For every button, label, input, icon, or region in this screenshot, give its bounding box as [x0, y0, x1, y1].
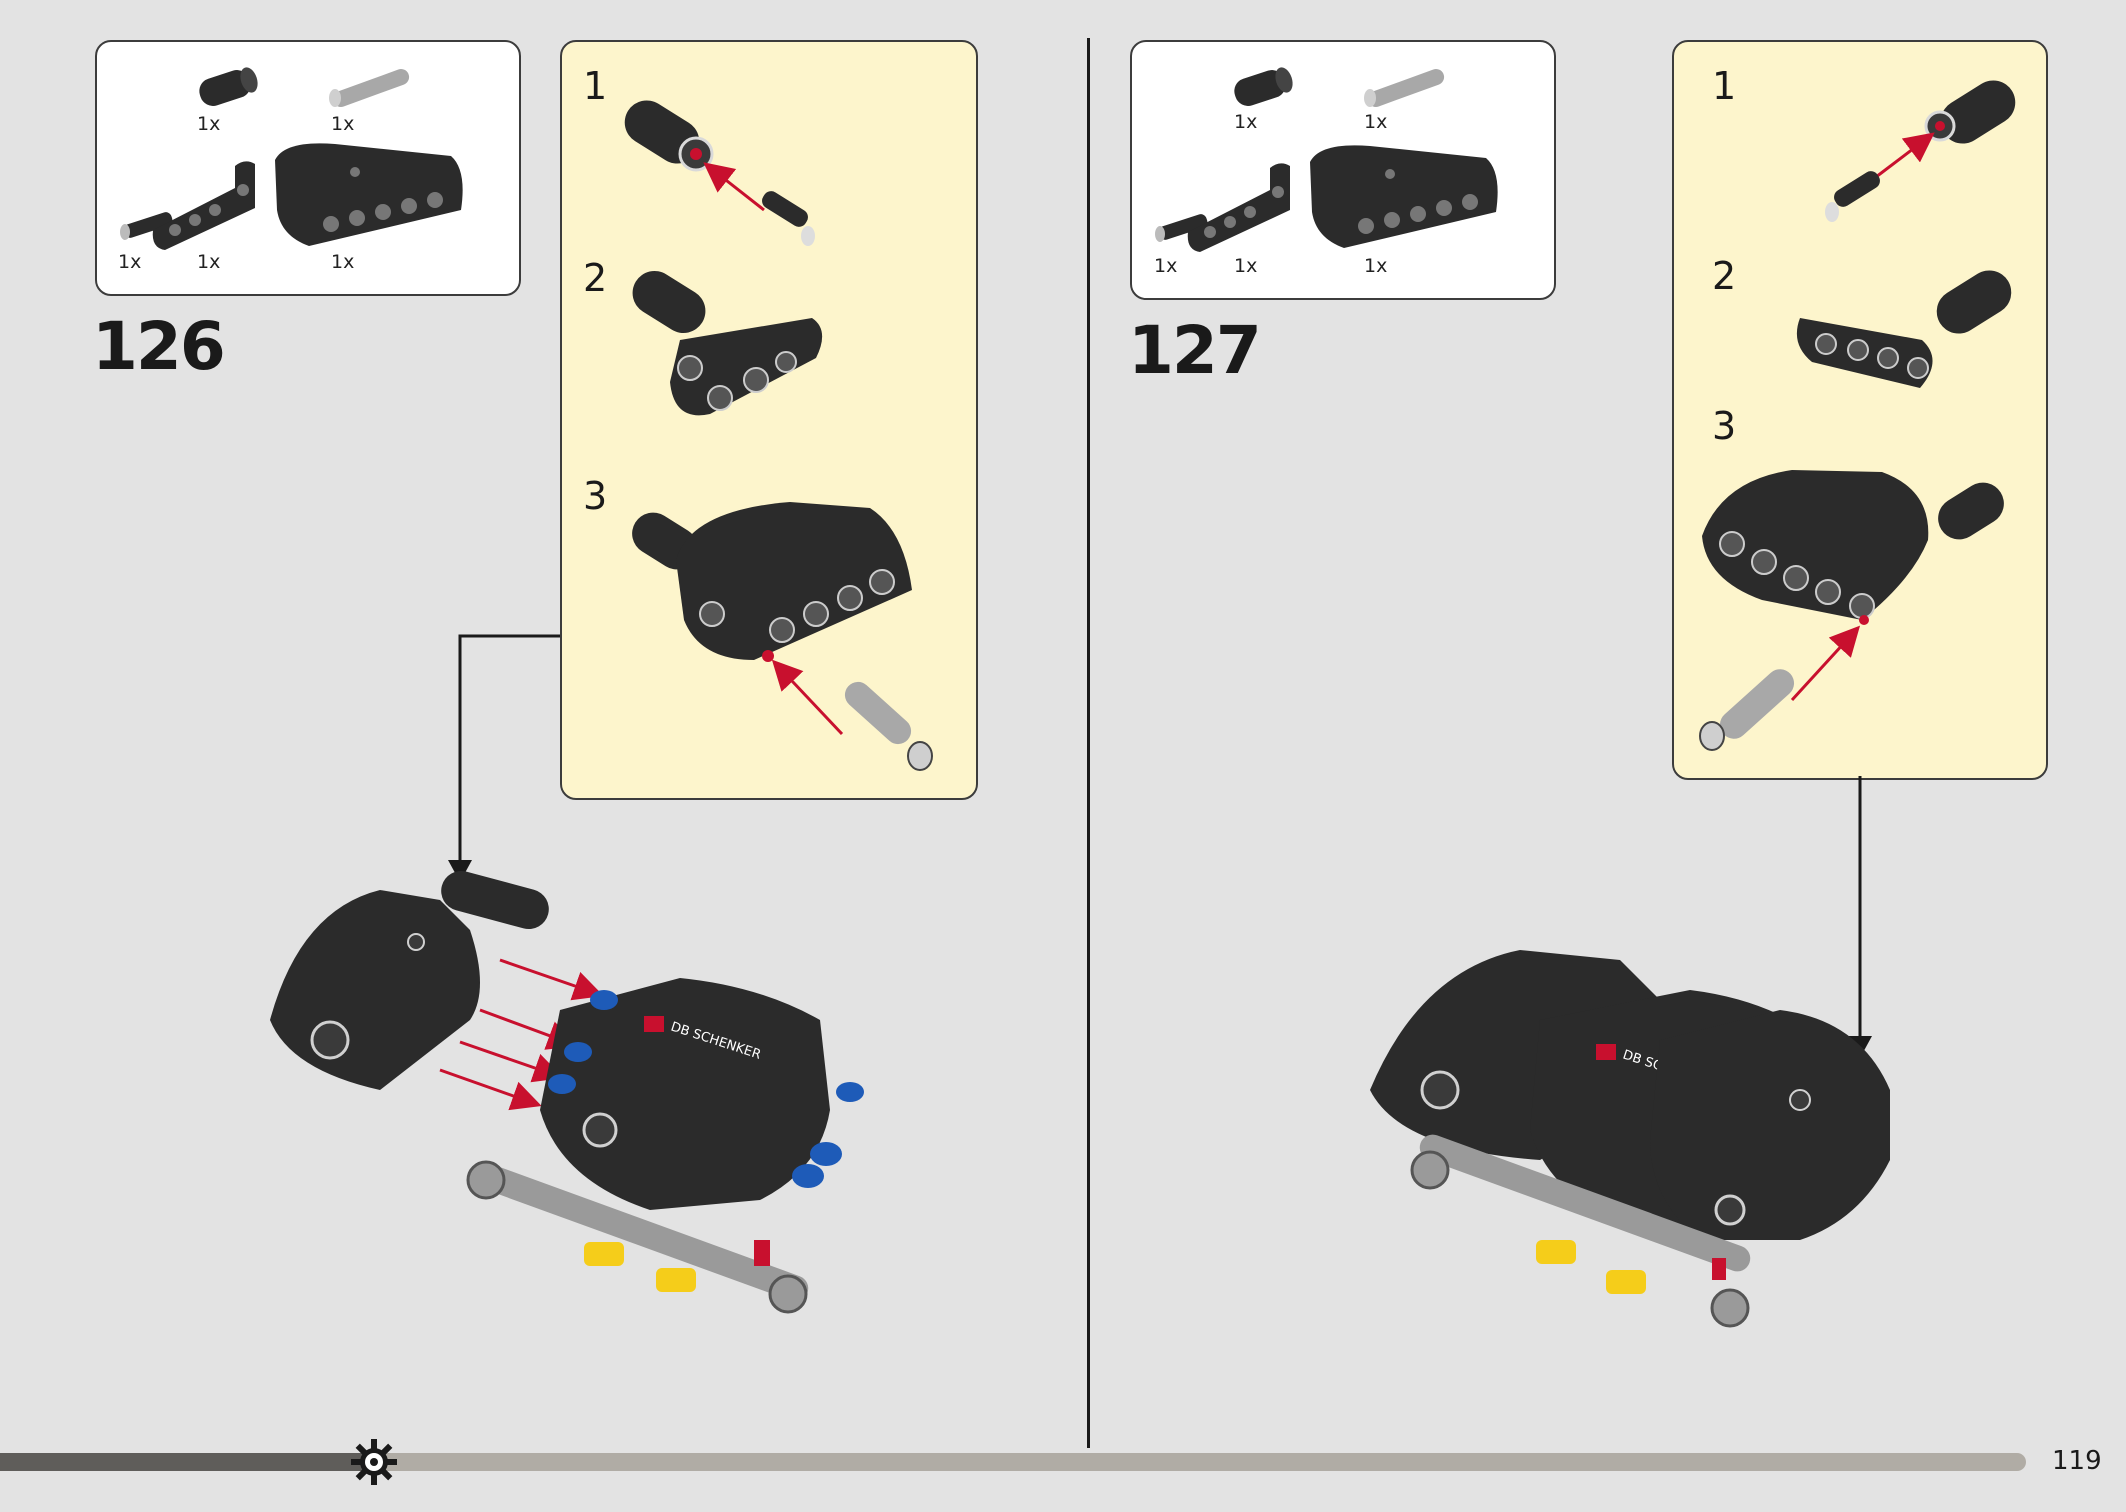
substep-panel-step-126 [560, 40, 978, 800]
parts-icons-step-126 [120, 67, 463, 250]
substep-2-illustration [632, 270, 823, 416]
substep-3-illustration [632, 502, 933, 771]
progress-bar [0, 1453, 2026, 1471]
parts-icons-step-127 [1155, 67, 1498, 252]
substep-number: 3 [1712, 404, 1737, 448]
black-friction-pin-icon [1155, 214, 1208, 242]
callout-arrow-step-126 [448, 634, 560, 882]
qty-label: 1x [1364, 111, 1388, 133]
qty-label: 1x [1234, 111, 1258, 133]
substep-3-illustration [1699, 470, 2004, 751]
qty-label: 1x [118, 251, 142, 273]
step-number: 126 [92, 308, 226, 385]
grey-axle-pin-icon [1364, 69, 1445, 107]
black-pin-connector-icon [1234, 67, 1293, 106]
qty-label: 1x [197, 251, 221, 273]
black-angled-beam-icon [1187, 163, 1290, 252]
qty-label: 1x [331, 251, 355, 273]
qty-label: 1x [331, 113, 355, 135]
page-divider [1087, 38, 1090, 1448]
black-friction-pin-icon [120, 212, 173, 240]
black-panel-bracket-icon [275, 143, 463, 246]
substep-illustrations-step-126 [624, 100, 933, 771]
page-number: 119 [2052, 1446, 2102, 1476]
progress-fill [0, 1453, 365, 1471]
substep-number: 2 [1712, 254, 1737, 298]
substep-1-illustration [624, 100, 815, 246]
step-number: 127 [1128, 312, 1262, 389]
substep-number: 3 [583, 474, 608, 518]
qty-label: 1x [1234, 255, 1258, 277]
black-panel-bracket-icon [1310, 145, 1498, 248]
qty-label: 1x [1364, 255, 1388, 277]
substep-2-illustration [1796, 270, 2012, 388]
black-pin-connector-icon [199, 67, 258, 106]
substep-1-illustration [1825, 80, 2016, 222]
black-angled-beam-icon [152, 161, 255, 250]
substep-number: 1 [583, 64, 608, 108]
grey-axle-pin-icon [329, 69, 410, 107]
qty-label: 1x [197, 113, 221, 135]
qty-label: 1x [1154, 255, 1178, 277]
substep-number: 2 [583, 256, 608, 300]
substep-illustrations-step-127 [1699, 80, 2016, 751]
gear-icon [351, 1439, 397, 1485]
model-illustration-step-126: DB SCHENKER [270, 870, 864, 1314]
model-illustration-step-127: DB SCHENKER [1370, 950, 1890, 1328]
substep-number: 1 [1712, 64, 1737, 108]
